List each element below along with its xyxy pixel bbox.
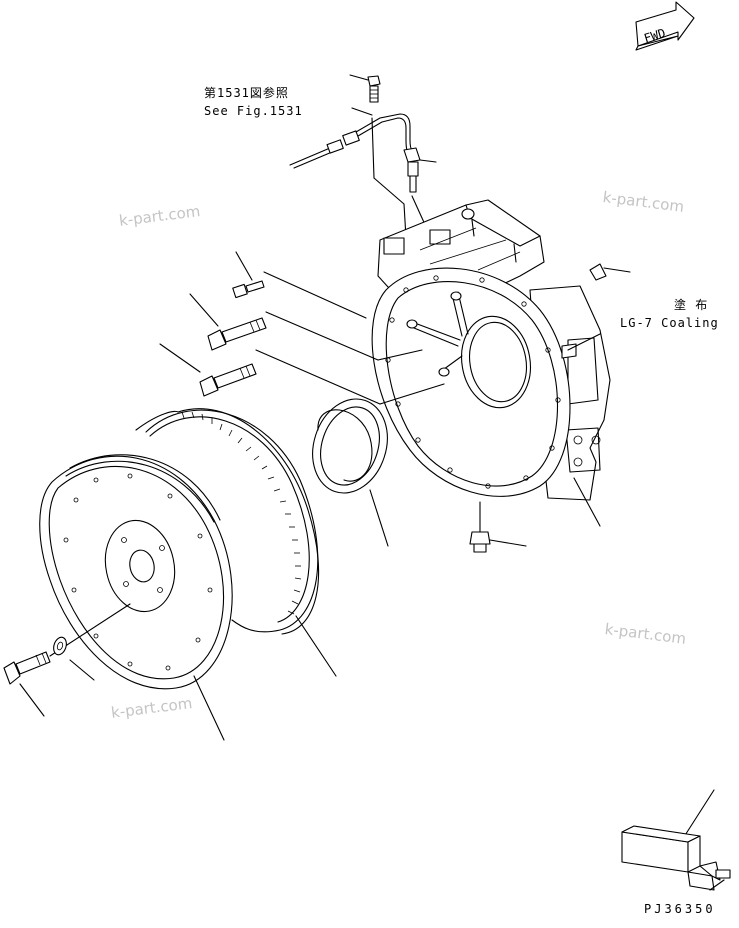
top-bolt (349, 74, 381, 103)
coating-label-en: LG-7 Coaling (620, 316, 719, 330)
index-key-icon (621, 789, 731, 891)
ring-gear (135, 408, 337, 677)
mounting-bolt-1 (232, 251, 367, 319)
mounting-bolt-2 (189, 293, 423, 361)
drain-plug (469, 501, 527, 553)
fwd-label: FWD (642, 26, 667, 46)
see-fig-label-en: See Fig.1531 (204, 104, 303, 118)
flywheel-housing (371, 199, 611, 501)
coating-label-jp: 塗 布 (674, 298, 709, 312)
flywheel-rim-holes (63, 473, 213, 671)
housing-leader (573, 477, 601, 527)
speed-sensor-harness (289, 107, 437, 241)
flange-bolt-holes (385, 275, 561, 489)
fwd-arrow-icon: FWD (635, 1, 695, 51)
flywheel-bolt (3, 603, 131, 717)
plug-right (567, 263, 631, 351)
washer (53, 636, 95, 681)
oil-seal (312, 398, 389, 547)
see-fig-label-jp: 第1531図参照 (204, 86, 289, 100)
flywheel (39, 454, 233, 741)
mounting-bolt-3 (159, 343, 445, 405)
drawing-number: PJ36350 (644, 902, 716, 916)
